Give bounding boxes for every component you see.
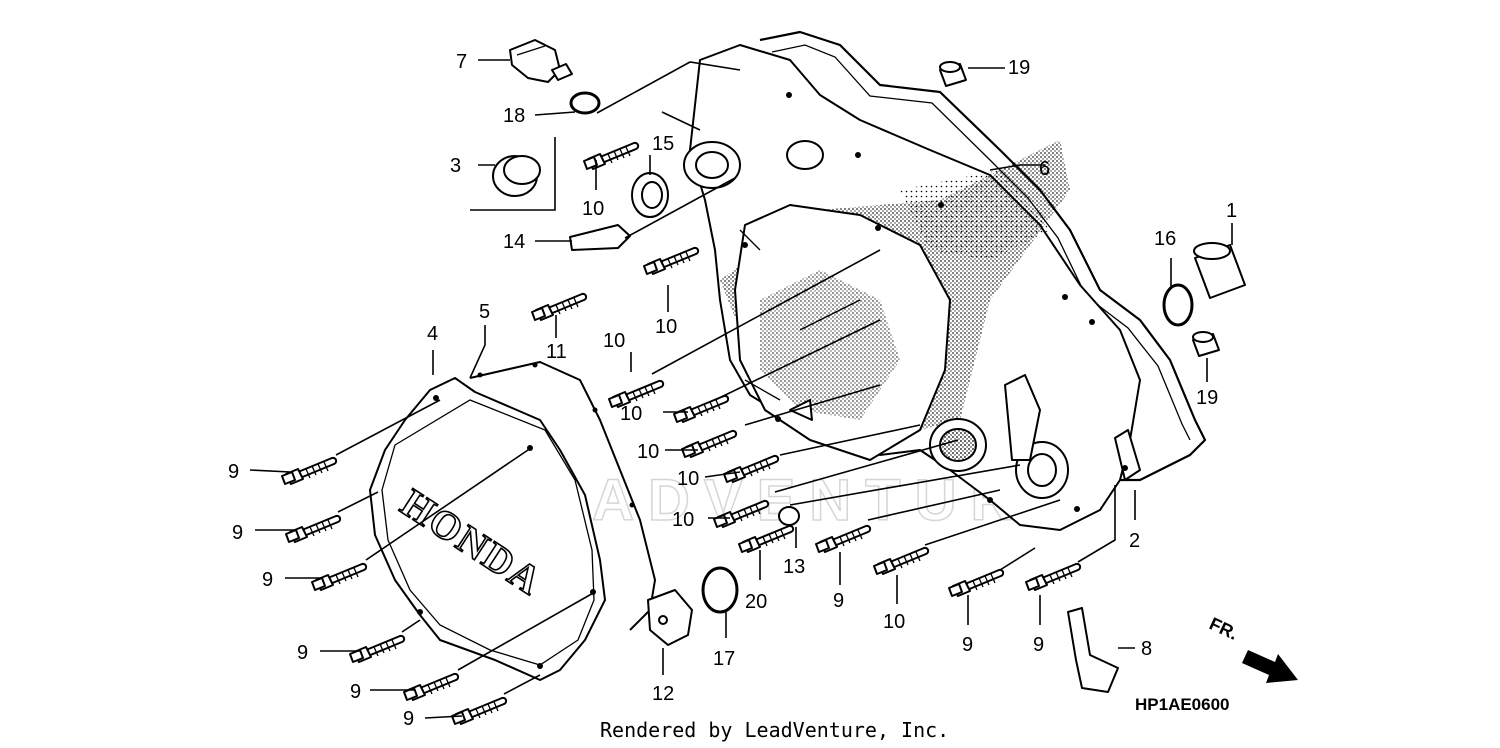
callout-6: 6 xyxy=(1039,158,1050,180)
bolt-9-d xyxy=(349,634,406,663)
callout-9: 9 xyxy=(833,590,844,612)
callout-4: 4 xyxy=(427,323,438,345)
dowel-pin-right xyxy=(1192,331,1220,357)
front-label: FR. xyxy=(1206,613,1241,643)
crankcase-cover xyxy=(683,44,1141,531)
bolt-10-h xyxy=(873,546,930,575)
bolt-9-f xyxy=(451,696,508,725)
callout-10: 10 xyxy=(883,611,905,633)
callout-10: 10 xyxy=(637,441,659,463)
bolt-10-e xyxy=(681,429,738,458)
callout-9: 9 xyxy=(232,522,243,544)
o-ring xyxy=(569,91,601,115)
bolt-10-b xyxy=(643,246,700,275)
callout-19: 19 xyxy=(1196,387,1218,409)
bolt-9-h xyxy=(948,568,1005,597)
callout-5: 5 xyxy=(479,301,490,323)
plug-cap xyxy=(492,155,541,197)
bolt-10-a xyxy=(583,141,640,170)
bolt-10-d xyxy=(673,394,730,423)
callout-15: 15 xyxy=(652,133,674,155)
callout-10: 10 xyxy=(582,198,604,220)
o-ring-small xyxy=(701,566,739,614)
leader-lines xyxy=(249,59,1233,719)
callout-14: 14 xyxy=(503,231,525,253)
callout-10: 10 xyxy=(603,330,625,352)
crankcase-cover-gasket xyxy=(759,30,1207,482)
callout-10: 10 xyxy=(677,468,699,490)
front-direction-arrow: FR. xyxy=(1206,613,1298,683)
timing-hole-cap xyxy=(647,589,693,646)
bolt-9-i xyxy=(1025,562,1082,591)
callout-9: 9 xyxy=(403,708,414,730)
callout-8: 8 xyxy=(1141,638,1152,660)
callouts: 7 18 3 10 15 14 11 10 19 6 16 1 19 4 5 1… xyxy=(228,51,1237,730)
o-ring-large xyxy=(1162,283,1194,327)
bolt-11 xyxy=(531,292,588,321)
callout-2: 2 xyxy=(1129,530,1140,552)
callout-9: 9 xyxy=(262,569,273,591)
callout-10: 10 xyxy=(672,509,694,531)
callout-7: 7 xyxy=(456,51,467,73)
callout-9: 9 xyxy=(962,634,973,656)
callout-9: 9 xyxy=(297,642,308,664)
callout-13: 13 xyxy=(783,556,805,578)
callout-1: 1 xyxy=(1226,200,1237,222)
callout-10: 10 xyxy=(620,403,642,425)
bolt-9-b xyxy=(285,514,342,543)
callout-16: 16 xyxy=(1154,228,1176,250)
callout-10: 10 xyxy=(655,316,677,338)
bolt-9-a xyxy=(281,456,338,485)
callout-9: 9 xyxy=(350,681,361,703)
callout-3: 3 xyxy=(450,155,461,177)
callout-19: 19 xyxy=(1008,57,1030,79)
callout-20: 20 xyxy=(745,591,767,613)
bolt-9-c xyxy=(311,562,368,591)
breather-tube xyxy=(1067,607,1119,693)
oil-filler-cap xyxy=(509,39,573,83)
sealing-washer xyxy=(778,506,800,526)
callout-9: 9 xyxy=(1033,634,1044,656)
callout-17: 17 xyxy=(713,648,735,670)
callout-9: 9 xyxy=(228,461,239,483)
oil-seal xyxy=(631,172,669,218)
bolt-9-e xyxy=(403,672,460,701)
callout-12: 12 xyxy=(652,683,674,705)
render-credit: Rendered by LeadVenture, Inc. xyxy=(600,718,949,742)
collar xyxy=(1193,242,1246,299)
callout-11: 11 xyxy=(546,341,567,363)
clutch-plate-guide xyxy=(569,224,631,251)
dowel-pin-top xyxy=(939,61,967,87)
drawing-code: HP1AE0600 xyxy=(1135,695,1230,714)
callout-18: 18 xyxy=(503,105,525,127)
